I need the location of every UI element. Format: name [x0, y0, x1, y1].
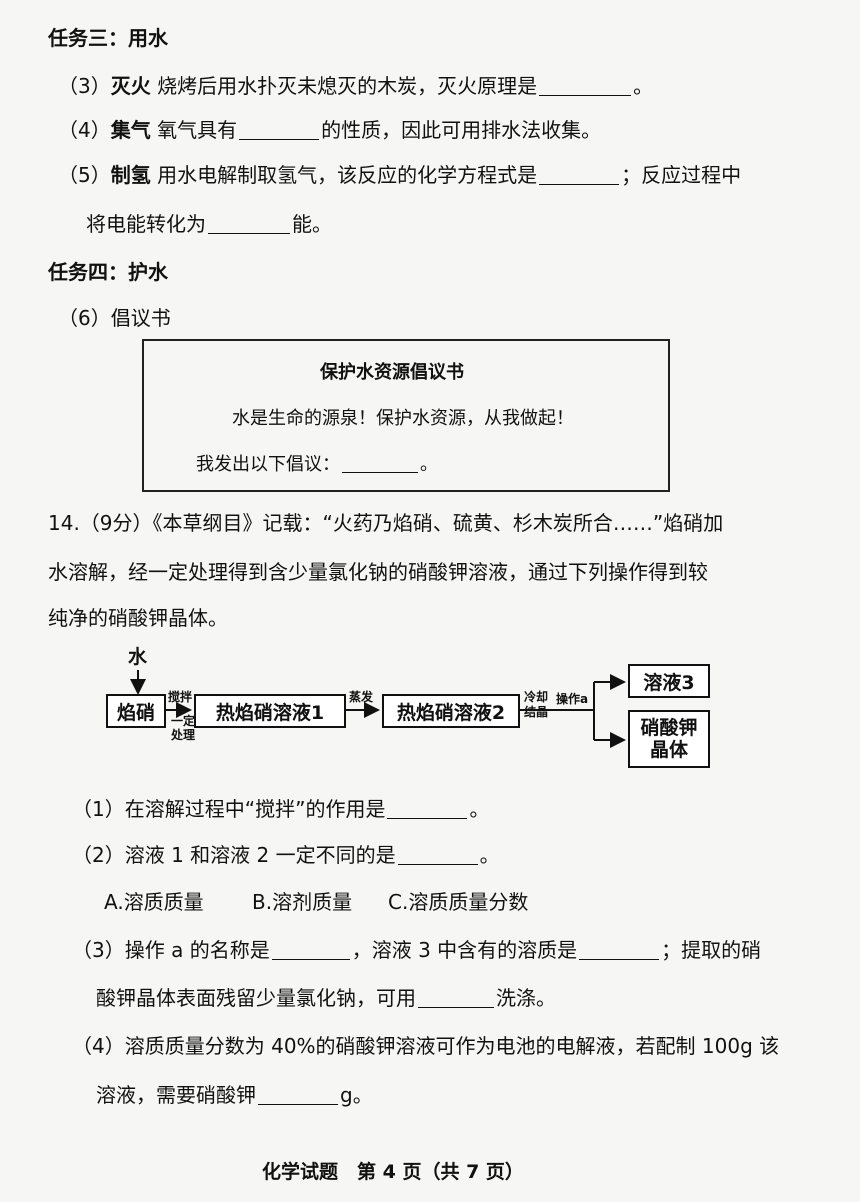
question-text: 溶液 1 和溶液 2 一定不同的是	[124, 843, 396, 867]
question-tag: 灭火	[110, 74, 151, 98]
flow-step-evaporate: 蒸发	[349, 690, 374, 704]
q14-part-3-cont: 酸钾晶体表面残留少量氯化钠，可用 洗涤。	[96, 984, 556, 1012]
question-text: 溶质质量分数为 40%的硝酸钾溶液可作为电池的电解液，若配制 100g 该	[124, 1034, 780, 1058]
question-text: 倡议书	[110, 306, 171, 330]
flow-step-operation-a: 操作a	[556, 692, 589, 706]
flow-box-saltpeter: 焰硝	[106, 694, 166, 728]
flow-water-label: 水	[128, 646, 148, 668]
question-text: 用水电解制取氢气，该反应的化学方程式是	[157, 163, 538, 187]
flow-step-stir: 搅拌	[168, 690, 193, 704]
q14-option-c: C.溶质质量分数	[388, 890, 529, 914]
question-text: 酸钾晶体表面残留少量氯化钠，可用	[96, 986, 416, 1010]
q14-option-b: B.溶剂质量	[252, 890, 353, 914]
proposal-line1: 水是生命的源泉！保护水资源，从我做起！	[232, 408, 574, 429]
q14-intro-1: 14.（9分）《本草纲目》记载：“火药乃焰硝、硫黄、杉木炭所合……”焰硝加	[48, 511, 724, 535]
answer-blank[interactable]	[539, 75, 632, 96]
question-tag: 集气	[110, 118, 151, 142]
question-tag: 制氢	[110, 163, 151, 187]
flow-box-crystal-line1: 硝酸钾	[640, 717, 698, 739]
question-text: 能。	[292, 212, 332, 236]
q14-option-a: A.溶质质量	[104, 890, 204, 914]
answer-blank[interactable]	[387, 798, 468, 819]
flow-box-crystal: 硝酸钾 晶体	[628, 710, 710, 768]
question-number: （1）	[72, 797, 125, 821]
flow-step-cool: 冷却	[524, 690, 549, 704]
question-number: （5）	[58, 163, 111, 187]
question-text: 。	[469, 797, 490, 821]
proposal-title: 保护水资源倡议书	[320, 362, 464, 383]
question-text: 氧气具有	[157, 118, 238, 142]
question-text: 在溶解过程中“搅拌”的作用是	[124, 797, 386, 821]
flow-box-solution1: 热焰硝溶液1	[194, 694, 346, 728]
flow-box-crystal-line2: 晶体	[649, 739, 688, 761]
q14-part-1: （1）在溶解过程中“搅拌”的作用是 。	[72, 795, 489, 823]
proposal-text: 我发出以下倡议：	[196, 454, 340, 475]
answer-blank[interactable]	[539, 164, 620, 185]
question-text: 溶液，需要硝酸钾	[96, 1083, 256, 1107]
question-text: 操作 a 的名称是	[124, 938, 270, 962]
flow-step-treat-2: 处理	[171, 728, 196, 742]
answer-blank[interactable]	[418, 987, 494, 1008]
question-3: （3）灭火 烧烤后用水扑灭未熄灭的木炭，灭火原理是 。	[58, 72, 653, 100]
question-number: （4）	[58, 118, 111, 142]
answer-blank[interactable]	[208, 213, 290, 234]
flow-step-treat-1: 一定	[171, 714, 196, 728]
question-text: 烧烤后用水扑灭未熄灭的木炭，灭火原理是	[157, 74, 538, 98]
question-text: 。	[633, 74, 654, 98]
question-5: （5）制氢 用水电解制取氢气，该反应的化学方程式是 ；反应过程中	[58, 161, 741, 189]
question-text: 的性质，因此可用排水法收集。	[321, 118, 602, 142]
answer-blank[interactable]	[579, 939, 660, 960]
question-text: 将电能转化为	[86, 212, 206, 236]
question-text: ；反应过程中	[621, 163, 742, 187]
q14-intro-2: 水溶解，经一定处理得到含少量氯化钠的硝酸钾溶液，通过下列操作得到较	[48, 560, 708, 584]
task3-heading: 任务三：用水	[48, 26, 168, 50]
flow-box-solution2: 热焰硝溶液2	[382, 694, 520, 728]
question-text: 洗涤。	[496, 986, 556, 1010]
q14-intro-3: 纯净的硝酸钾晶体。	[48, 606, 228, 630]
answer-blank[interactable]	[271, 939, 350, 960]
question-number: （3）	[72, 938, 125, 962]
answer-blank[interactable]	[397, 844, 478, 865]
proposal-line2: 我发出以下倡议： 。	[196, 451, 438, 479]
q14-part-2: （2）溶液 1 和溶液 2 一定不同的是 。	[72, 841, 500, 869]
question-text: ；提取的硝	[661, 938, 762, 962]
proposal-text: 。	[420, 454, 438, 475]
question-number: （2）	[72, 843, 125, 867]
proposal-box: 保护水资源倡议书 水是生命的源泉！保护水资源，从我做起！ 我发出以下倡议： 。	[142, 339, 670, 492]
question-text: g。	[340, 1083, 373, 1107]
question-number: （4）	[72, 1034, 125, 1058]
task4-heading: 任务四：护水	[48, 260, 168, 284]
q14-part-4: （4）溶质质量分数为 40%的硝酸钾溶液可作为电池的电解液，若配制 100g 该	[72, 1032, 779, 1060]
q14-part-3: （3）操作 a 的名称是 ，溶液 3 中含有的溶质是 ；提取的硝	[72, 936, 761, 964]
answer-blank[interactable]	[258, 1084, 338, 1105]
q14-part-4-cont: 溶液，需要硝酸钾 g。	[96, 1081, 373, 1109]
question-text: 。	[479, 843, 500, 867]
question-6: （6）倡议书	[58, 304, 171, 332]
flow-step-crystallize: 结晶	[524, 705, 549, 719]
question-4: （4）集气 氧气具有 的性质，因此可用排水法收集。	[58, 116, 601, 144]
question-5-cont: 将电能转化为 能。	[86, 210, 332, 238]
answer-blank[interactable]	[342, 452, 418, 473]
flow-box-solution3: 溶液3	[628, 664, 710, 698]
question-text: ，溶液 3 中含有的溶质是	[351, 938, 578, 962]
page-footer: 化学试题 第 4 页（共 7 页）	[262, 1161, 524, 1183]
answer-blank[interactable]	[239, 119, 320, 140]
question-number: （3）	[58, 74, 111, 98]
question-number: （6）	[58, 306, 111, 330]
